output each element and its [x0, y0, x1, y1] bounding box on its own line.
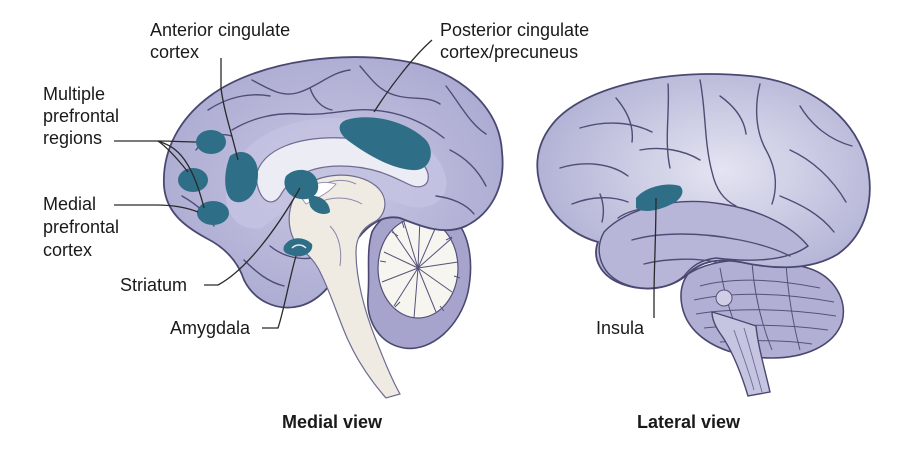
lateral-brainstem-lines — [733, 327, 763, 393]
label-posterior-cingulate-line1: Posterior cingulate — [440, 20, 589, 40]
region-insula — [636, 184, 683, 211]
region-posterior-cingulate — [339, 117, 431, 171]
label-insula: Insula — [596, 318, 645, 338]
label-anterior-cingulate-line2: cortex — [150, 42, 199, 62]
leader-medial-prefrontal — [114, 204, 199, 213]
caption-medial-view: Medial view — [282, 412, 383, 432]
region-amygdala — [283, 238, 313, 257]
leader-multiple-prefrontal-a — [114, 140, 197, 143]
medial-view-brain — [163, 56, 504, 399]
medial-brainstem — [288, 174, 401, 399]
region-striatum-tail — [308, 195, 330, 214]
label-medial-prefrontal-line1: Medial — [43, 194, 96, 214]
amygdala-inner — [291, 244, 307, 249]
leader-amygdala — [262, 255, 297, 329]
label-anterior-cingulate-line1: Anterior cingulate — [150, 20, 290, 40]
leader-insula — [653, 197, 657, 318]
label-multiple-prefrontal-line1: Multiple — [43, 84, 105, 104]
label-amygdala: Amygdala — [170, 318, 251, 338]
label-multiple-prefrontal-line3: regions — [43, 128, 102, 148]
region-prefrontal-upper — [196, 130, 226, 154]
label-medial-prefrontal-line3: cortex — [43, 240, 92, 260]
leader-multiple-prefrontal-c — [157, 140, 205, 209]
region-striatum — [284, 169, 319, 200]
region-anterior-cingulate — [225, 152, 258, 203]
lateral-brainstem — [711, 311, 771, 397]
lateral-view-brain — [536, 73, 871, 397]
region-prefrontal-mid — [178, 168, 208, 192]
leader-multiple-prefrontal-b — [157, 140, 189, 173]
label-posterior-cingulate-line2: cortex/precuneus — [440, 42, 578, 62]
lateral-cerebellum — [680, 258, 845, 359]
caption-lateral-view: Lateral view — [637, 412, 741, 432]
region-medial-prefrontal — [197, 201, 229, 225]
leader-striatum — [204, 187, 301, 286]
label-multiple-prefrontal-line2: prefrontal — [43, 106, 119, 126]
leader-anterior-cingulate — [220, 58, 239, 161]
leader-posterior-cingulate — [373, 39, 433, 113]
label-striatum: Striatum — [120, 275, 187, 295]
label-medial-prefrontal-line2: prefrontal — [43, 217, 119, 237]
lateral-temporal-lobe — [598, 200, 810, 289]
leader-lines — [114, 39, 657, 329]
